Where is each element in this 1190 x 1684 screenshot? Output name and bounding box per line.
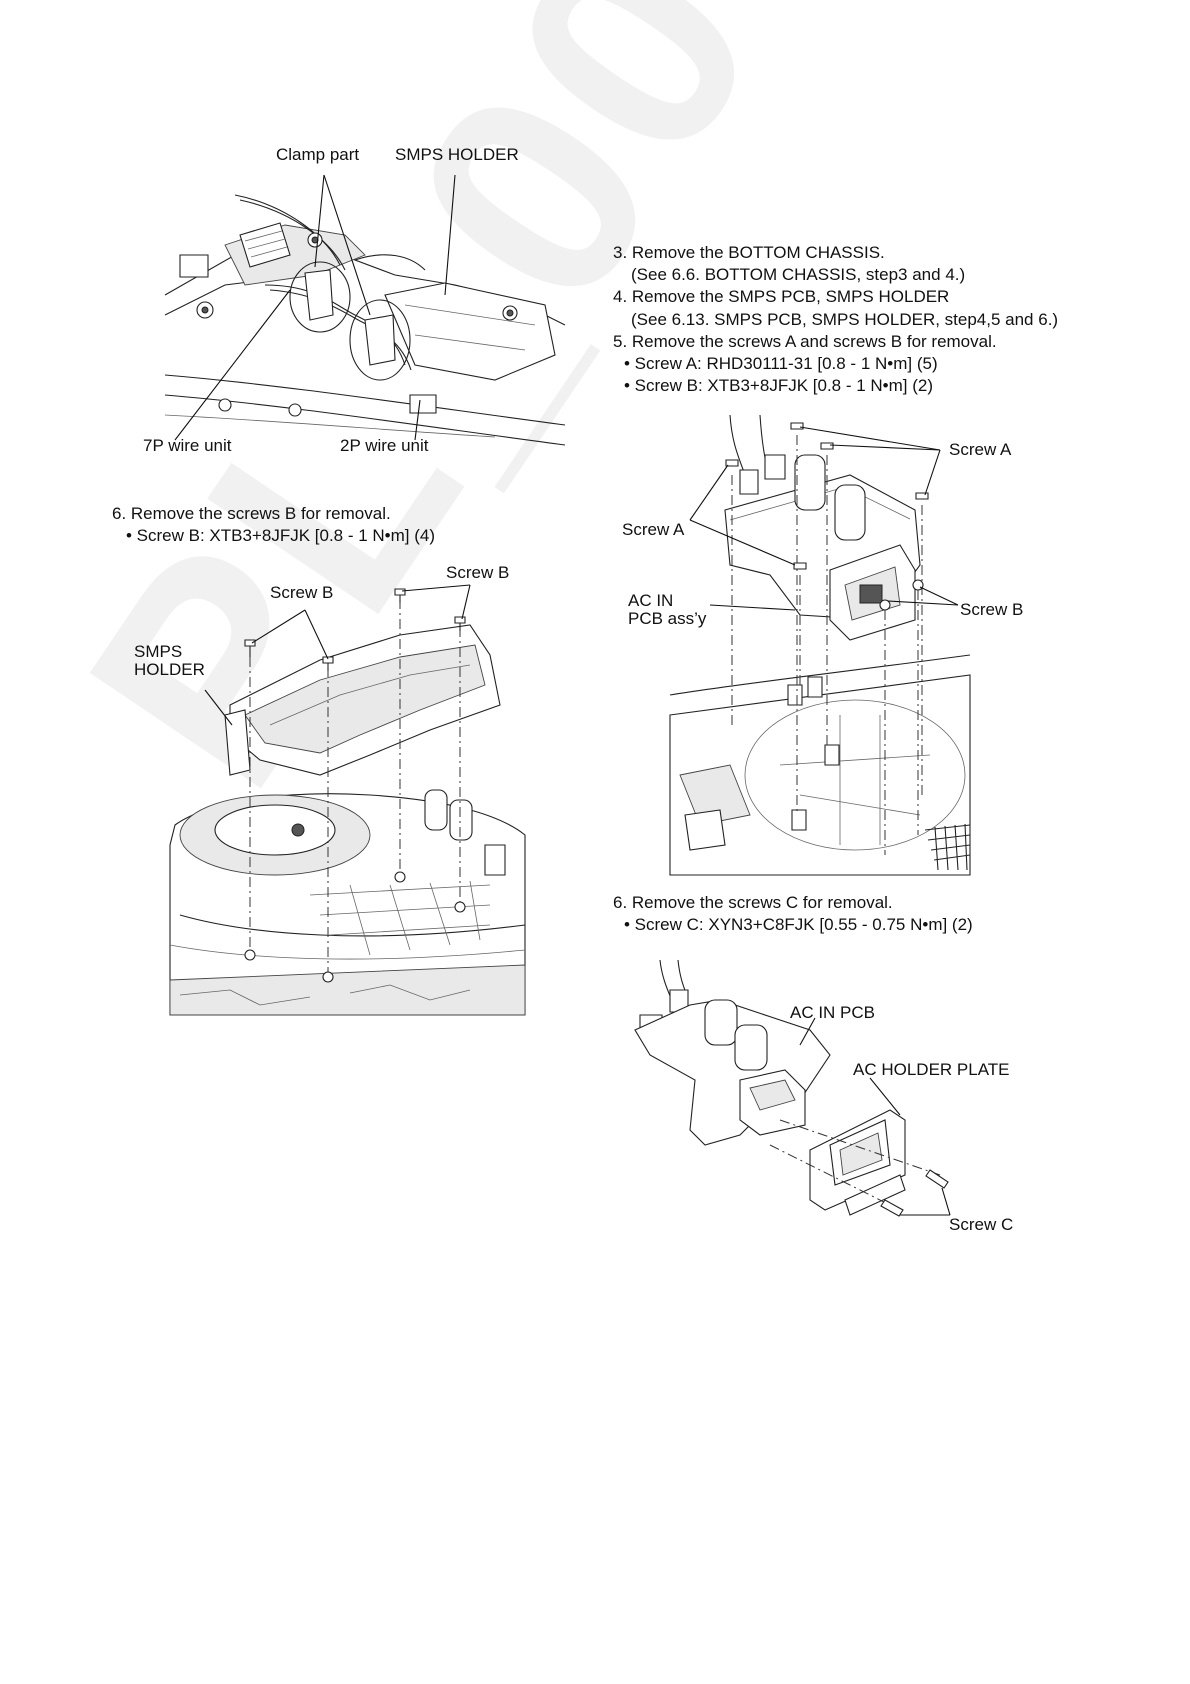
screw-c-label: Screw C (949, 1215, 1014, 1234)
right-step-3: 3. Remove the BOTTOM CHASSIS. (613, 243, 885, 262)
ac-holder-plate-illustration (630, 960, 960, 1220)
right-step-6-screw-c: • Screw C: XYN3+C8FJK [0.55 - 0.75 N•m] … (624, 915, 973, 934)
screw-b-label-1: Screw B (446, 563, 510, 582)
ac-holder-plate-label: AC HOLDER PLATE (853, 1060, 1010, 1079)
right-step-5: 5. Remove the screws A and screws B for … (613, 332, 997, 351)
holder-label: HOLDER (134, 660, 205, 679)
right-step-6: 6. Remove the screws C for removal. (613, 893, 893, 912)
screw-a-label-left: Screw A (622, 520, 685, 539)
wire-2p-label: 2P wire unit (340, 436, 429, 455)
left-step-6-screw-b: • Screw B: XTB3+8JFJK [0.8 - 1 N•m] (4) (126, 526, 436, 545)
screw-a-label-top: Screw A (949, 440, 1012, 459)
pcb-assy-label: PCB ass’y (628, 609, 707, 628)
ac-in-pcb-assy-illustration (670, 415, 970, 875)
right-step-3-ref: (See 6.6. BOTTOM CHASSIS, step3 and 4.) (631, 265, 966, 284)
right-step-4-ref: (See 6.13. SMPS PCB, SMPS HOLDER, step4,… (631, 310, 1059, 329)
right-step-4: 4. Remove the SMPS PCB, SMPS HOLDER (613, 287, 950, 306)
ac-in-pcb-label: AC IN PCB (790, 1003, 876, 1022)
left-step-6: 6. Remove the screws B for removal. (112, 504, 391, 523)
right-step-5-screw-b: • Screw B: XTB3+8JFJK [0.8 - 1 N•m] (2) (624, 376, 934, 395)
ac-in-label: AC IN (628, 591, 674, 610)
clamp-part-label: Clamp part (276, 145, 360, 164)
smps-holder-illustration (170, 585, 525, 1015)
screw-b-label-2: Screw B (270, 583, 334, 602)
wire-7p-label: 7P wire unit (143, 436, 232, 455)
clamp-part-illustration (165, 175, 565, 455)
screw-b-label-right: Screw B (960, 600, 1024, 619)
smps-label: SMPS (134, 642, 183, 661)
smps-holder-label: SMPS HOLDER (395, 145, 519, 164)
right-step-5-screw-a: • Screw A: RHD30111-31 [0.8 - 1 N•m] (5) (624, 354, 938, 373)
